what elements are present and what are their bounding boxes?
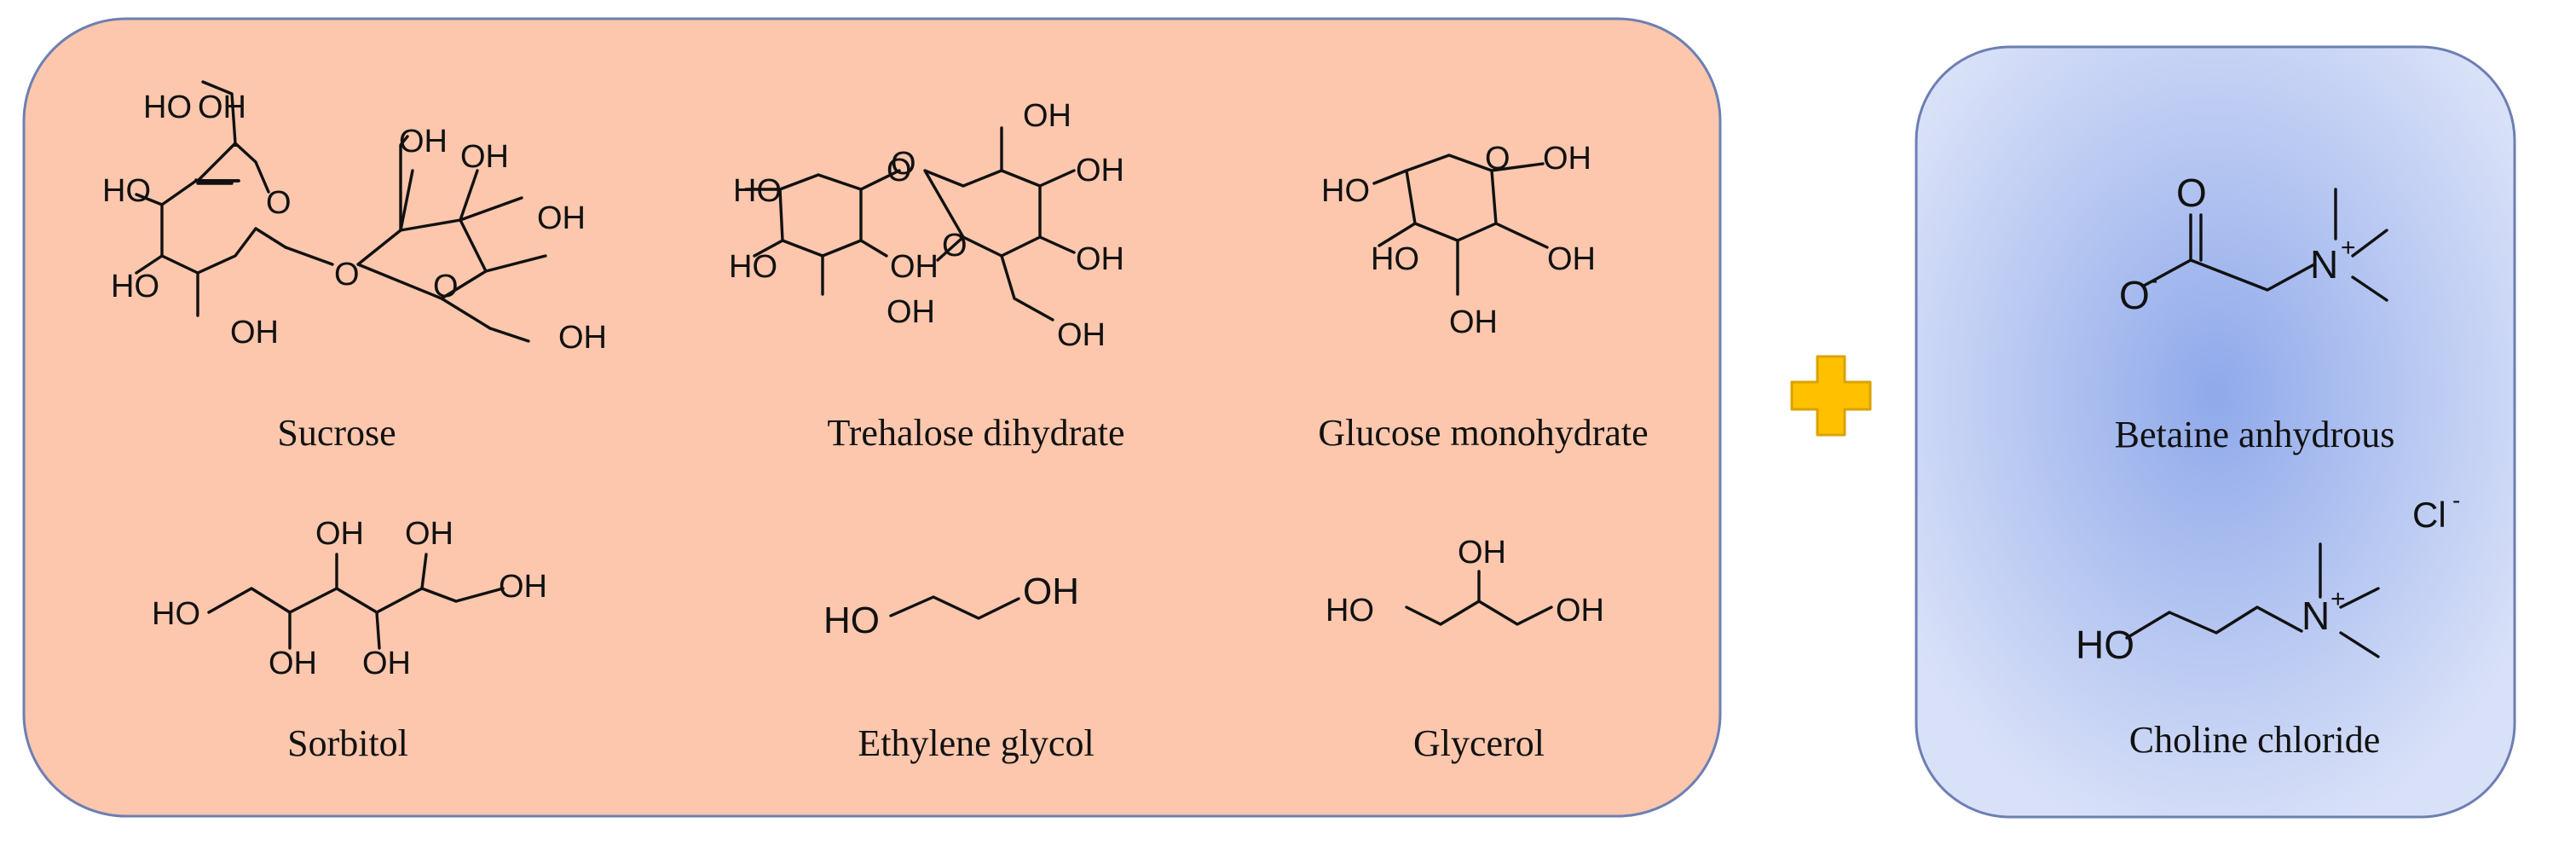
- svg-text:OH: OH: [405, 516, 453, 552]
- svg-text:O: O: [887, 153, 912, 188]
- svg-text:HO: HO: [729, 249, 777, 285]
- svg-text:N: N: [2302, 594, 2330, 638]
- svg-text:HO: HO: [733, 173, 782, 209]
- svg-text:OH: OH: [1057, 317, 1106, 353]
- glycerol-structure: HO OH OH Glycerol: [1326, 535, 1604, 764]
- svg-text:OH: OH: [315, 516, 364, 552]
- svg-text:O: O: [1485, 141, 1510, 177]
- svg-text:HO: HO: [102, 173, 151, 209]
- svg-text:OH: OH: [1543, 141, 1591, 177]
- svg-text:OH: OH: [269, 646, 317, 681]
- svg-text:HO: HO: [1371, 241, 1419, 277]
- svg-text:HO: HO: [152, 596, 200, 632]
- sucrose-structure: HO OH HO O HO OH O OH OH OH O OH Sucrose: [102, 80, 607, 454]
- svg-text:OH: OH: [537, 200, 586, 236]
- svg-text:OH: OH: [1076, 241, 1124, 277]
- svg-text:HO: HO: [823, 600, 880, 641]
- svg-text:O: O: [942, 228, 967, 264]
- svg-text:HO: HO: [1321, 173, 1370, 209]
- plus-icon: [1790, 355, 1872, 437]
- left-panel: [22, 17, 1722, 818]
- right-panel: [1915, 45, 2516, 819]
- sorbitol-structure: HO OH OH OH OH OH Sorbitol: [152, 516, 547, 764]
- svg-text:O: O: [334, 257, 360, 293]
- svg-text:OH: OH: [460, 139, 509, 175]
- svg-text:OH: OH: [1076, 153, 1124, 188]
- svg-text:O: O: [891, 146, 916, 182]
- svg-text:OH: OH: [1458, 535, 1506, 571]
- svg-text:OH: OH: [887, 294, 935, 330]
- svg-text:OH: OH: [1556, 593, 1604, 629]
- svg-text:OH: OH: [1449, 304, 1498, 340]
- betaine-structure: O O - N + Betaine anhydrous: [2115, 171, 2395, 455]
- svg-text:O: O: [266, 185, 292, 221]
- svg-text:O: O: [433, 269, 459, 304]
- glucose-label: Glucose monohydrate: [1318, 412, 1648, 454]
- glycerol-label: Glycerol: [1413, 722, 1545, 764]
- sorbitol-label: Sorbitol: [287, 722, 408, 764]
- svg-text:OH: OH: [1023, 571, 1079, 612]
- svg-text:+: +: [2341, 234, 2356, 262]
- svg-text:O: O: [2119, 273, 2150, 317]
- svg-text:HO: HO: [143, 90, 192, 125]
- svg-text:HO: HO: [2076, 623, 2134, 667]
- svg-text:-: -: [2452, 487, 2460, 513]
- svg-text:OH: OH: [230, 315, 279, 351]
- svg-text:OH: OH: [362, 646, 411, 681]
- trehalose-label: Trehalose dihydrate: [827, 412, 1124, 454]
- ethylene-glycol-label: Ethylene glycol: [858, 722, 1094, 764]
- sucrose-label: Sucrose: [277, 412, 396, 454]
- svg-text:Cl: Cl: [2412, 495, 2446, 535]
- svg-text:N: N: [2310, 242, 2338, 287]
- betaine-label: Betaine anhydrous: [2115, 414, 2395, 455]
- svg-text:OH: OH: [399, 124, 448, 159]
- choline-structure: HO N + Cl - Choline chloride: [2076, 487, 2460, 761]
- svg-text:+: +: [2331, 585, 2346, 613]
- trehalose-structure: O HO O OH OH OH O HO OH OH OH Trehalose …: [729, 98, 1125, 454]
- svg-text:OH: OH: [558, 320, 607, 356]
- svg-text:OH: OH: [198, 90, 246, 125]
- ethylene-glycol-structure: HO OH Ethylene glycol: [823, 571, 1095, 764]
- svg-text:HO: HO: [111, 269, 159, 304]
- svg-text:OH: OH: [1023, 98, 1071, 134]
- svg-text:HO: HO: [1326, 593, 1374, 629]
- svg-text:OH: OH: [1547, 241, 1596, 277]
- svg-text:OH: OH: [499, 569, 547, 605]
- svg-text:-: -: [2150, 267, 2157, 293]
- choline-label: Choline chloride: [2129, 719, 2381, 761]
- svg-text:OH: OH: [890, 249, 939, 285]
- glucose-structure: O OH HO HO OH OH Glucose monohydrate: [1318, 141, 1648, 454]
- svg-text:O: O: [2176, 171, 2207, 215]
